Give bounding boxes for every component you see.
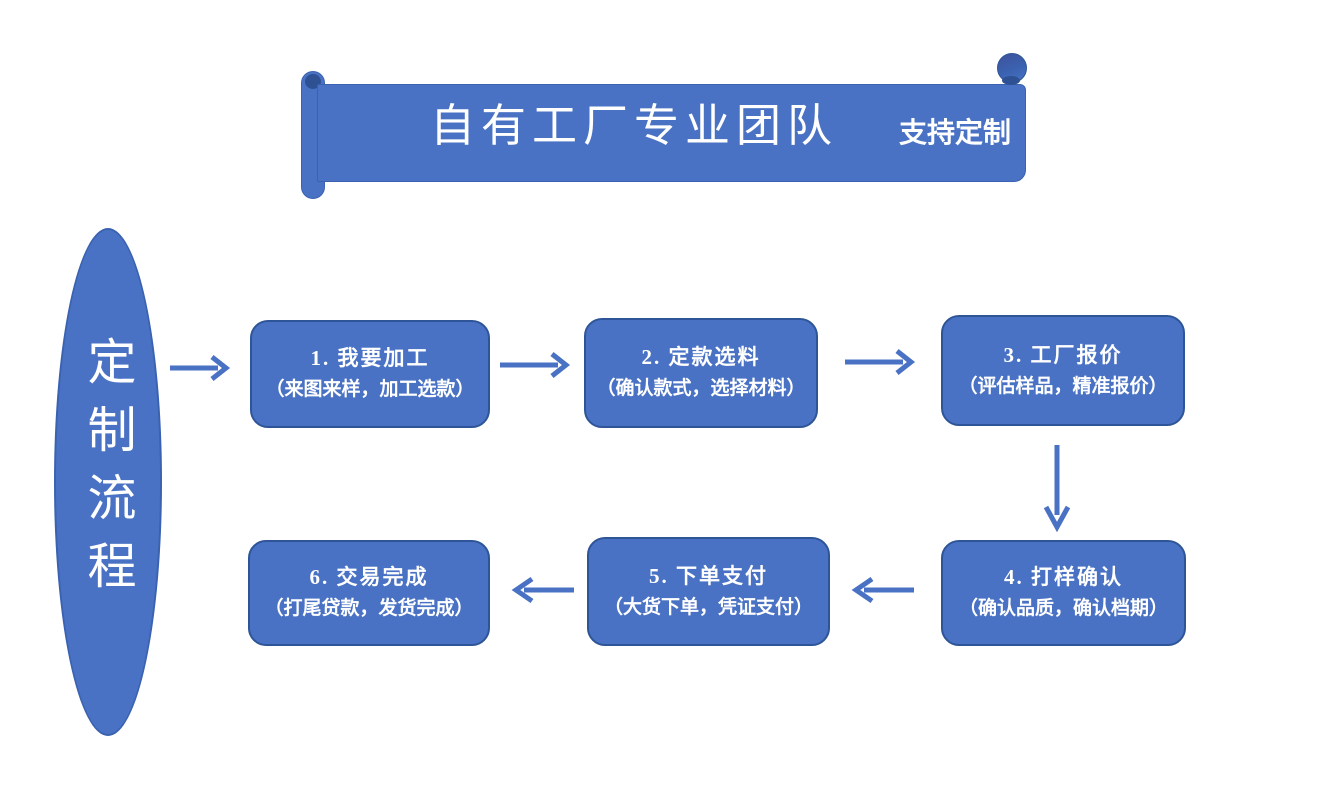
arrow-left-icon-step5-to-step6 [506, 574, 578, 606]
flow-step-1-detail: （来图来样，加工选款） [265, 379, 475, 400]
arrow-right-icon-step2-to-step3 [841, 346, 921, 378]
process-title-label: 定制流程 [80, 336, 136, 608]
banner-subtitle: 支持定制 [899, 118, 1012, 149]
arrow-right-icon-ellipse-to-step1 [166, 352, 236, 384]
arrow-left-icon-step4-to-step5 [846, 574, 918, 606]
flow-step-3: 3. 工厂报价 （评估样品，精准报价） [941, 315, 1185, 426]
arrow-down-icon-step3-to-step4 [1041, 441, 1073, 535]
arrow-right-icon-step1-to-step2 [496, 349, 576, 381]
flow-step-6-title: 6. 交易完成 [309, 565, 429, 589]
flow-step-6: 6. 交易完成 （打尾贷款，发货完成） [248, 540, 490, 646]
flow-step-4: 4. 打样确认 （确认品质，确认档期） [941, 540, 1186, 646]
flow-step-3-title: 3. 工厂报价 [1003, 342, 1123, 367]
flow-step-6-detail: （打尾贷款，发货完成） [264, 598, 474, 619]
flow-step-3-detail: （评估样品，精准报价） [958, 375, 1168, 397]
flow-step-4-title: 4. 打样确认 [1004, 565, 1123, 589]
banner-scroll-body [317, 84, 1026, 182]
flow-step-5: 5. 下单支付 （大货下单，凭证支付） [587, 537, 830, 646]
process-title-ellipse: 定制流程 [54, 228, 162, 736]
flow-step-1-title: 1. 我要加工 [310, 346, 430, 370]
banner-title: 自有工厂专业团队 [430, 101, 839, 151]
flow-step-5-title: 5. 下单支付 [649, 563, 768, 588]
banner-scroll-right-curl-shadow [1002, 76, 1020, 85]
flow-step-1: 1. 我要加工 （来图来样，加工选款） [250, 320, 490, 428]
flow-step-5-detail: （大货下单，凭证支付） [603, 596, 813, 618]
flow-step-4-detail: （确认品质，确认档期） [958, 598, 1168, 619]
flow-step-2-detail: （确认款式，选择材料） [596, 378, 806, 399]
flow-step-2: 2. 定款选料 （确认款式，选择材料） [584, 318, 818, 428]
flow-step-2-title: 2. 定款选料 [641, 345, 761, 369]
